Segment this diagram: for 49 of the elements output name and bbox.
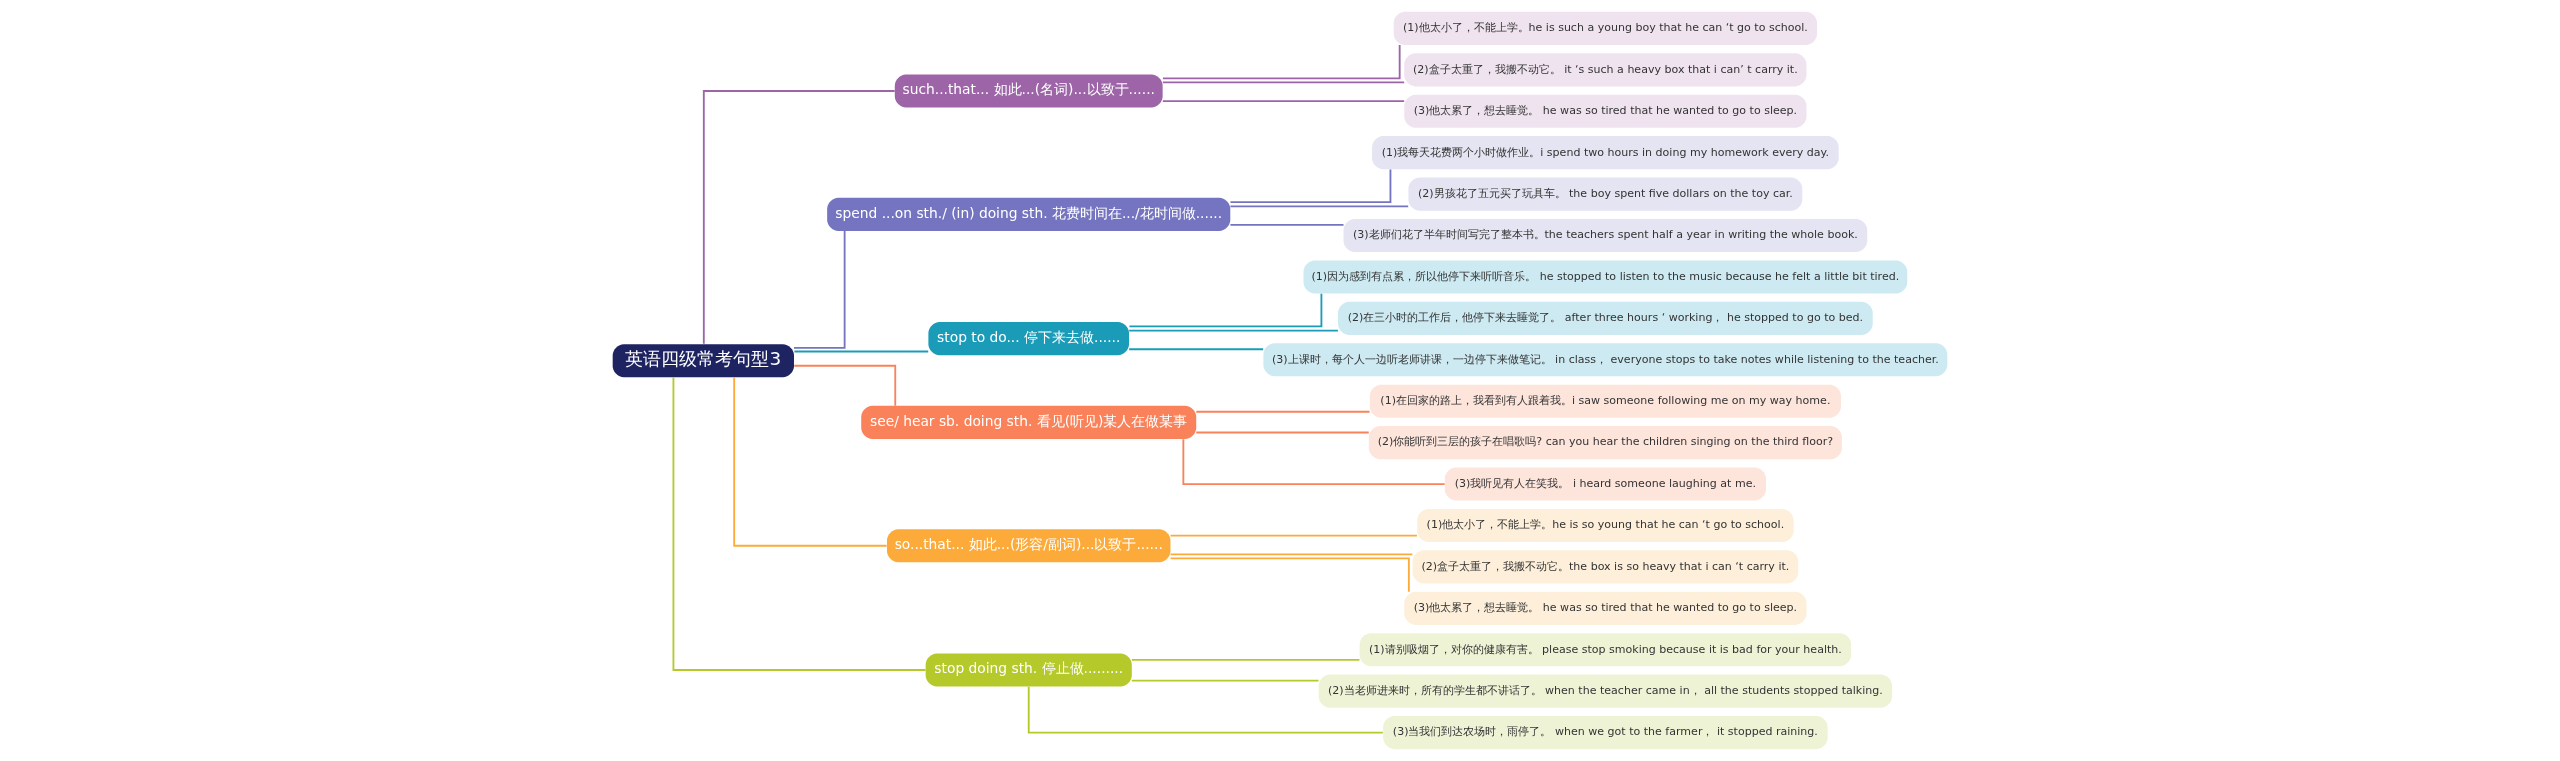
connector — [1130, 679, 1320, 682]
connector — [1161, 100, 1406, 103]
connector — [1169, 534, 1418, 537]
connector — [1128, 329, 1339, 332]
connector — [1128, 292, 1323, 328]
connector — [1195, 431, 1370, 434]
node-box: (2)你能听到三层的孩子在唱歌吗? can you hear the children singing on the third floor? — [1368, 426, 1842, 460]
connector — [733, 376, 888, 547]
node-box: (2)男孩花了五元买了玩具车。 the boy spent five dollars on the toy car. — [1408, 177, 1803, 211]
node-box: (3)老师们花了半年时间写完了整本书。the teachers spent half a year in writing the whole book. — [1343, 218, 1868, 253]
node-box: (3)上课时，每个人一边听老师讲课，一边停下来做笔记。 in class， everyone stops to take notes while listening to the teacher. — [1263, 343, 1948, 377]
node-box: (1)我每天花费两个小时做作业。i spend two hours in doing my homework every day. — [1372, 136, 1839, 170]
connector — [1130, 658, 1361, 661]
connector — [793, 350, 930, 353]
node-box: (1)他太小了，不能上学。he is so young that he can ‘t go to school. — [1417, 508, 1794, 543]
connector — [1027, 685, 1384, 734]
node-box: (2)盒子太重了，我搬不动它。the box is so heavy that i can ‘t carry it. — [1412, 550, 1799, 584]
connector — [1128, 348, 1265, 351]
connector — [1229, 224, 1345, 226]
connector — [672, 376, 927, 671]
node-box: see/ hear sb. doing sth. 看见(听见)某人在做某事 — [861, 405, 1197, 439]
connector — [1161, 81, 1406, 84]
node-box: (3)他太累了，想去睡觉。 he was so tired that he wanted to go to sleep. — [1404, 94, 1807, 128]
connector — [1229, 168, 1392, 203]
node-box: stop doing sth. 停止做......... — [925, 653, 1132, 687]
node-box: (1)在回家的路上，我看到有人跟着我。i saw someone following me on my way home. — [1369, 384, 1841, 418]
node-box: spend ...on sth./ (in) doing sth. 花费时间在.../花时间做...... — [827, 197, 1231, 231]
node-box: (1)因为感到有点累，所以他停下来听听音乐。 he stopped to listen to the music because he felt a little bit tired. — [1303, 260, 1908, 294]
connector — [702, 90, 896, 345]
connector — [1169, 557, 1410, 593]
connector — [793, 230, 846, 349]
connector — [1195, 410, 1371, 413]
node-box: 英语四级常考句型3 — [612, 344, 794, 378]
node-box: (2)盒子太重了，我搬不动它。 it ‘s such a heavy box that i can’ t carry it. — [1404, 53, 1807, 87]
node-box: such...that... 如此...(名词)...以致于...... — [894, 74, 1163, 108]
connector — [1162, 44, 1401, 80]
node-box: (3)他太累了，想去睡觉。 he was so tired that he wanted to go to sleep. — [1404, 591, 1807, 625]
connector — [1169, 553, 1414, 556]
node-box: (2)当老师进来时，所有的学生都不讲话了。 when the teacher came in， all the students stopped talking. — [1318, 674, 1893, 708]
node-box: so...that... 如此...(形容/副词)...以致于...... — [886, 529, 1171, 563]
connector — [793, 364, 897, 407]
node-box: stop to do... 停下来去做...... — [928, 322, 1130, 356]
node-box: (1)他太小了，不能上学。he is such a young boy that he can ‘t go to school. — [1393, 11, 1818, 45]
node-box: (3)当我们到达农场时，雨停了。 when we got to the farmer， it stopped raining. — [1383, 716, 1828, 750]
node-box: (3)我听见有人在笑我。 i heard someone laughing at me. — [1444, 467, 1766, 501]
node-box: (1)请别吸烟了，对你的健康有害。 please stop smoking because it is bad for your health. — [1359, 633, 1852, 667]
connector — [1229, 205, 1410, 208]
connector — [1182, 438, 1446, 485]
node-box: (2)在三小时的工作后，他停下来去睡觉了。 after three hours ‘ working， he stopped to go to bed. — [1338, 301, 1873, 335]
